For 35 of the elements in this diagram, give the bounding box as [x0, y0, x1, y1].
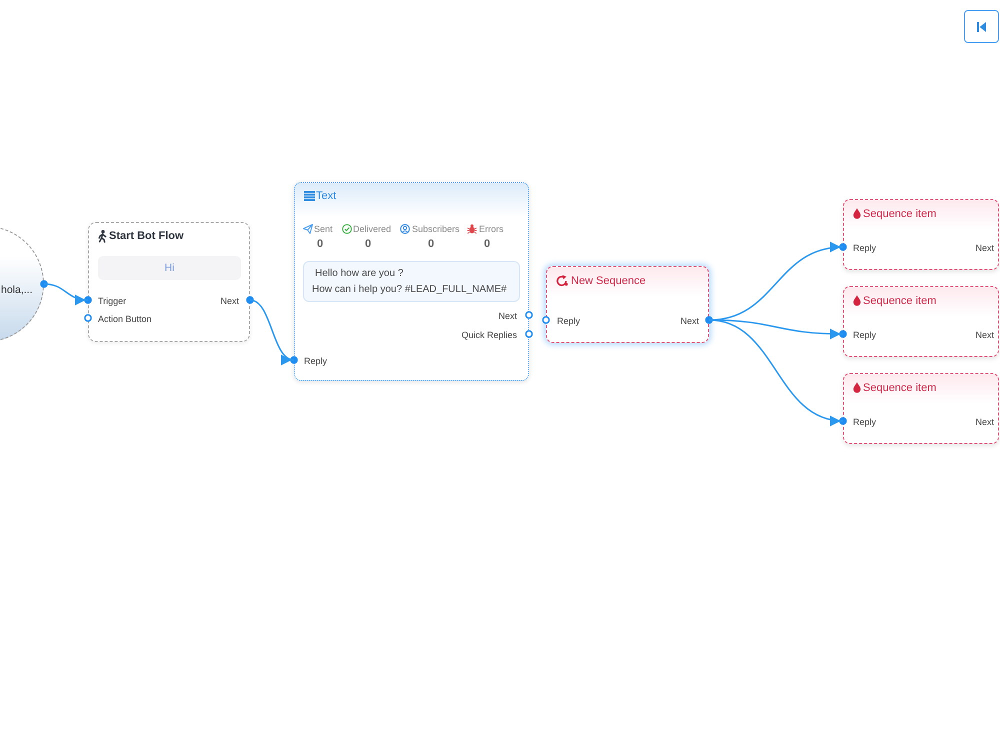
port-label: Trigger [98, 295, 126, 307]
port-label: Next [975, 242, 994, 254]
port-label: Reply [853, 416, 876, 428]
card-title: Start Bot Flow [109, 229, 184, 243]
port-label: Next [498, 310, 517, 322]
connector-arrow [44, 283, 88, 305]
stat-value: 0 [316, 237, 324, 251]
port-label: Action Button [98, 313, 152, 325]
port-label: Next [220, 295, 239, 307]
message-text: How can i help you? #LEAD_FULL_NAME# [312, 283, 507, 296]
card-title: Sequence item [863, 294, 936, 308]
message-text: Hello how are you ? [315, 267, 404, 280]
stat-label: Sent [314, 223, 333, 235]
port-label: Next [975, 329, 994, 341]
stat-label: Subscribers [412, 223, 460, 235]
keyword-text: Hi [164, 261, 176, 276]
port-label: Next [680, 315, 699, 327]
keyword-text: hola,... [1, 284, 33, 296]
port-label: Next [975, 416, 994, 428]
port-label: Reply [557, 315, 580, 327]
port-label: Reply [304, 355, 328, 367]
stat-value: 0 [364, 237, 372, 251]
card-title: Sequence item [863, 207, 936, 221]
stat-value: 0 [484, 237, 490, 251]
card-title: New Sequence [571, 274, 646, 288]
stat-label: Delivered [353, 223, 392, 235]
port-label: Quick Replies [461, 329, 517, 341]
port-label: Reply [853, 242, 876, 254]
stat-label: Errors [479, 223, 504, 235]
message-bubble [303, 261, 520, 302]
card-title: Text [316, 189, 336, 203]
port-label: Reply [853, 329, 876, 341]
connector-arrow [250, 299, 294, 362]
card-title: Sequence item [863, 381, 936, 395]
stat-value: 0 [428, 237, 434, 251]
